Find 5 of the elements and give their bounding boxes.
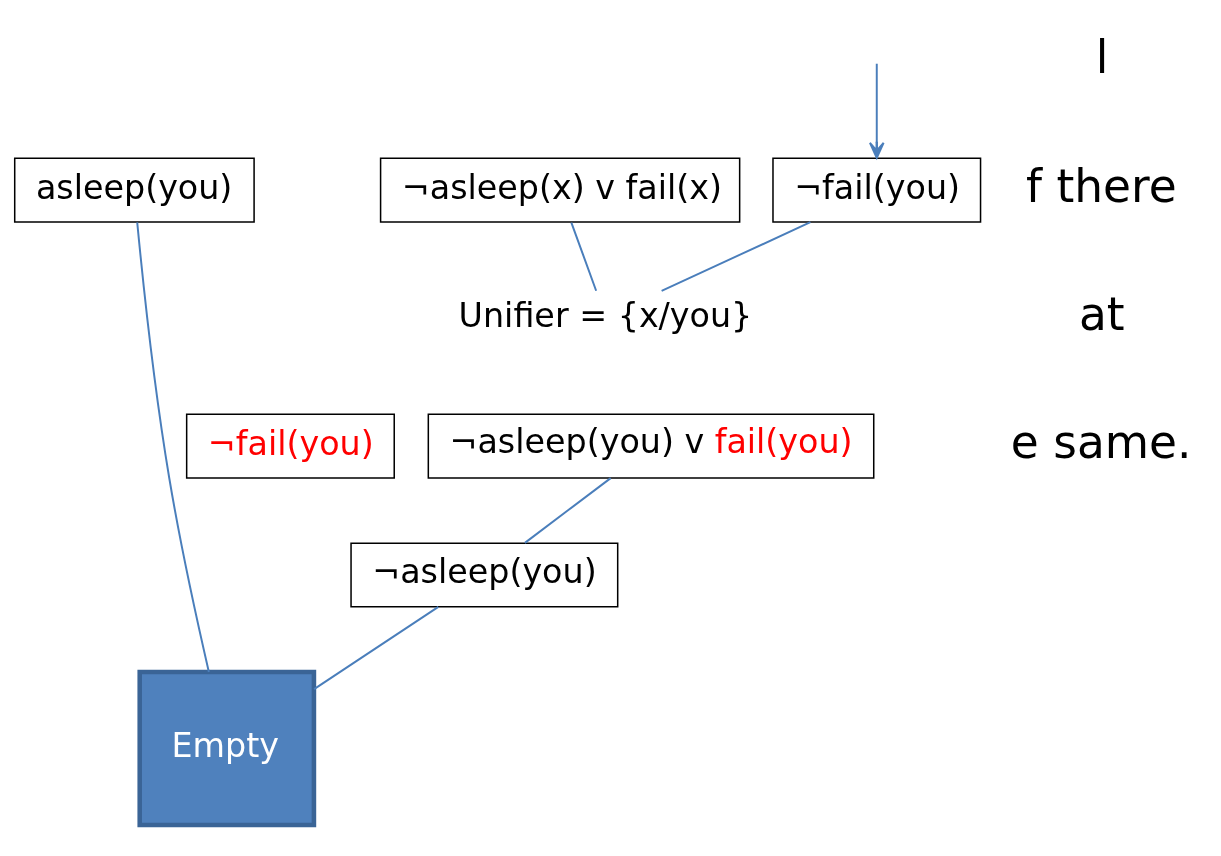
label: e same. [1010,415,1192,469]
label: l [1095,31,1109,85]
node-text: Unifier = {x/you} [458,295,753,335]
label: f there [1026,159,1177,213]
label: at [1079,287,1125,341]
